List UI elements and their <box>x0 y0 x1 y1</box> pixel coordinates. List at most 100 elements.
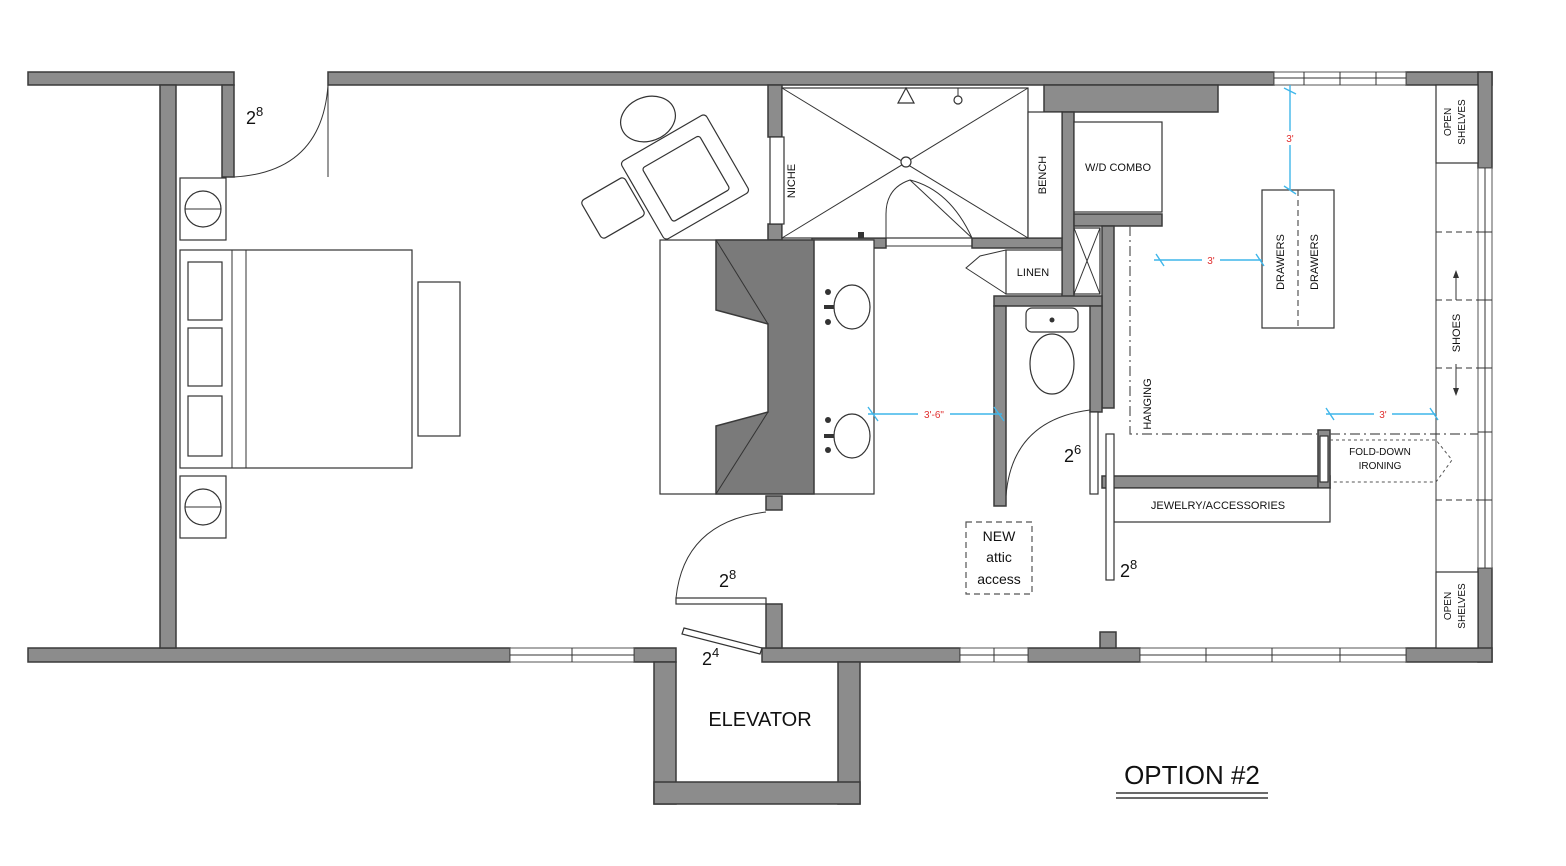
attic-access-box <box>965 521 1033 595</box>
attic-label-line3: access <box>977 571 1021 587</box>
fold-down-ironing-board <box>1330 439 1453 483</box>
open-shelves-bottom-label-2: SHELVES <box>1457 583 1468 629</box>
door-size-elevator: 24 <box>702 645 719 669</box>
wall-entry-jamb <box>221 84 235 178</box>
wall-door-jamb <box>765 603 783 649</box>
closet-door <box>1105 433 1115 581</box>
bedroom-furniture <box>179 95 750 539</box>
pillow <box>187 395 223 457</box>
wall-closet-left <box>1101 225 1115 409</box>
wc-door-swing <box>1005 409 1091 497</box>
wall-wc-left <box>993 305 1007 507</box>
faucet-icon <box>825 289 831 295</box>
linen-closet <box>1005 249 1063 295</box>
door-size-closet: 28 <box>1120 557 1137 581</box>
wall-bottom-a <box>633 647 677 663</box>
closet <box>1089 84 1479 649</box>
hanging-label: HANGING <box>1142 378 1154 429</box>
labels: NICHE BENCH W/D COMBO LINEN DRAWERS DRAW… <box>708 99 1468 731</box>
pillow <box>187 261 223 321</box>
open-shelves-top-label-2: SHELVES <box>1457 99 1468 145</box>
bench-fixture <box>1027 111 1063 239</box>
plan-title: OPTION #2 <box>1124 760 1260 790</box>
wall-vanity-pier <box>765 495 783 511</box>
dimension-labels: 3'-6" 3' 3' 3' <box>918 131 1392 421</box>
shoes-label: SHOES <box>1451 314 1463 353</box>
vanity <box>659 239 875 495</box>
arrow-up-icon <box>1453 270 1459 278</box>
drain-icon <box>900 156 912 168</box>
hanging-rod <box>1129 226 1318 435</box>
wall-right-upper <box>1477 71 1493 169</box>
wall-bottom-c <box>1027 647 1141 663</box>
open-shelves-bottom <box>1435 571 1479 649</box>
pillow <box>187 327 223 387</box>
bath-door-leaf <box>675 597 767 605</box>
open-shelves-top-label-1: OPEN <box>1443 108 1454 136</box>
fold-down-label-1: FOLD-DOWN <box>1349 447 1411 458</box>
wall-left-partition <box>159 84 177 649</box>
vanity-column <box>715 239 815 495</box>
entry-door-swing <box>233 84 329 178</box>
drawers-label-2: DRAWERS <box>1309 234 1321 290</box>
attic-label-line2: attic <box>986 549 1012 565</box>
wall-bottom-left <box>27 647 511 663</box>
fold-down-label-2: IRONING <box>1359 461 1402 472</box>
wall-post <box>1099 631 1117 649</box>
shower-head-icon <box>897 86 915 104</box>
niche-fixture <box>769 136 785 225</box>
windows <box>509 71 1493 663</box>
door-size-entry: 28 <box>246 104 263 128</box>
drawers-label-1: DRAWERS <box>1275 234 1287 290</box>
wall-pier-top <box>1043 84 1219 113</box>
wd-combo-label: W/D COMBO <box>1085 162 1151 174</box>
door-size-wc: 26 <box>1064 442 1081 466</box>
door-size-bath: 28 <box>719 567 736 591</box>
wall-shower-left-top <box>767 84 783 138</box>
wall-elevator-bottom <box>653 781 861 805</box>
shower <box>769 86 1063 247</box>
arrow-down-icon <box>1453 388 1459 396</box>
wall-wd-bottom <box>1073 213 1163 227</box>
wall-wc-right <box>1089 305 1103 413</box>
bath-door-swing <box>675 511 767 599</box>
open-shelves-top <box>1435 84 1479 164</box>
linen-door-swing <box>965 249 1007 295</box>
door-size-labels: 28 28 24 26 28 <box>246 104 1137 669</box>
wall-linen-top <box>971 237 1063 249</box>
wall-top-left <box>27 71 235 86</box>
dimension-vanity-clear: 3'-6" <box>924 410 944 421</box>
water-closet <box>1005 307 1091 497</box>
elevator-door-leaf <box>681 627 763 655</box>
wall-shower-left-bottom <box>767 223 783 241</box>
wall-closet-island-base <box>1101 475 1331 489</box>
wall-top-middle <box>327 71 1275 86</box>
toilet-bowl <box>1029 333 1075 395</box>
wall-shower-right <box>1061 111 1075 299</box>
dimension-closet-side: 3' <box>1379 410 1387 421</box>
linen-label: LINEN <box>1017 267 1049 279</box>
niche-label: NICHE <box>786 164 798 198</box>
side-table <box>620 95 676 143</box>
sink-lower <box>833 413 871 459</box>
faucet-icon <box>825 447 831 453</box>
jewelry-unit <box>1113 487 1331 523</box>
wall-bottom-b <box>761 647 961 663</box>
shower-valve-icon <box>953 95 963 105</box>
doors <box>233 84 767 655</box>
bench-label: BENCH <box>1037 156 1049 195</box>
ottoman <box>581 177 645 239</box>
elevator-label: ELEVATOR <box>708 709 811 731</box>
dimension-closet-aisle: 3' <box>1207 256 1215 267</box>
wall-wc-top <box>993 295 1103 307</box>
dimension-closet-top: 3' <box>1286 134 1294 145</box>
wall-bottom-right <box>1405 647 1493 663</box>
bench <box>417 281 461 437</box>
faucet-icon <box>825 417 831 423</box>
open-shelves-bottom-label-1: OPEN <box>1443 592 1454 620</box>
laundry-linen <box>965 121 1163 295</box>
attic-label-line1: NEW <box>983 528 1016 544</box>
jewelry-label: JEWELRY/ACCESSORIES <box>1151 500 1285 512</box>
faucet-icon <box>825 319 831 325</box>
